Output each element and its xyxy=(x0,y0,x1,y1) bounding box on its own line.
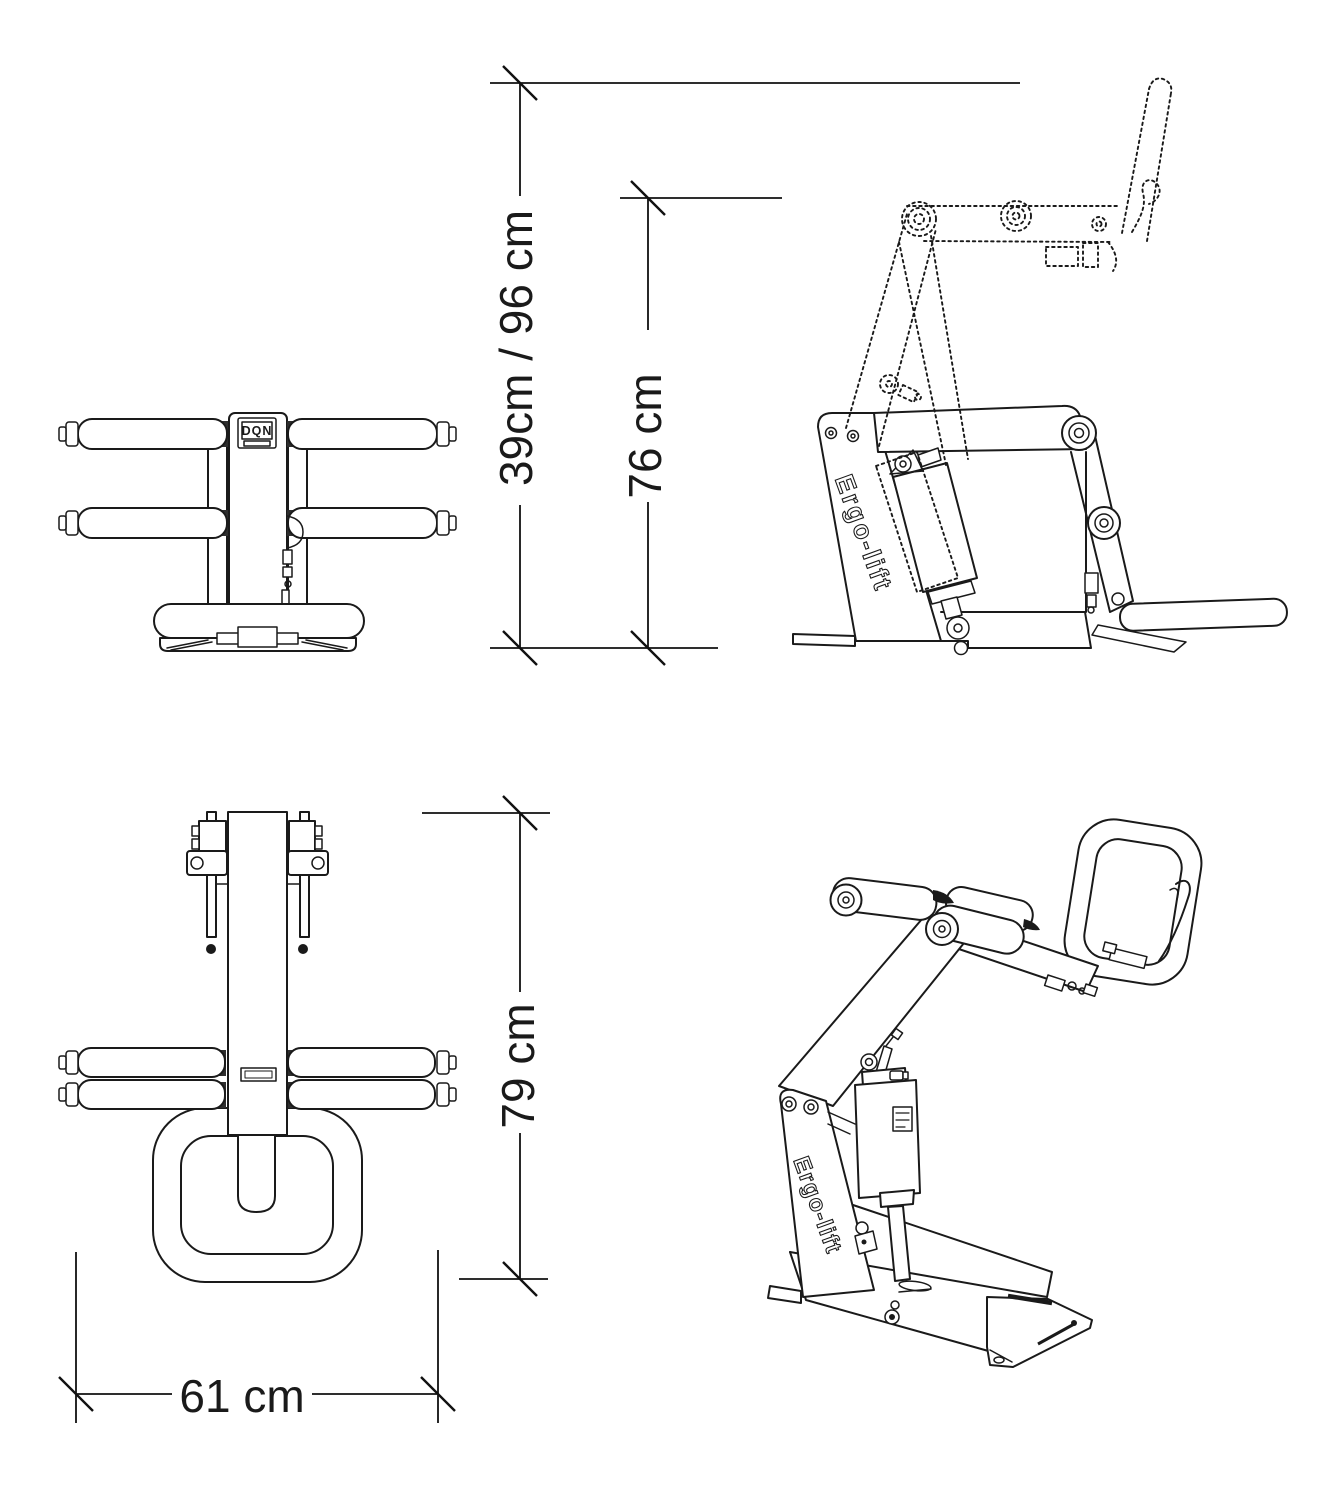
foot-pedal xyxy=(1118,597,1288,632)
dim-width xyxy=(58,1250,456,1423)
brand-logo-plate: DQN xyxy=(237,417,277,449)
roller-pad xyxy=(287,1047,436,1078)
top-view xyxy=(58,811,457,1283)
dim-height-mid xyxy=(620,180,782,648)
raised-position-dashed xyxy=(845,77,1173,593)
piston-rod xyxy=(887,1205,911,1282)
front-view: DQN xyxy=(58,412,457,652)
center-shaft xyxy=(237,1130,276,1213)
gas-cylinder xyxy=(889,447,978,656)
dim-height-mid-label: 76 cm xyxy=(619,373,671,498)
handle-hook xyxy=(1158,879,1191,962)
main-column-top xyxy=(227,811,288,1136)
dim-width-label: 61 cm xyxy=(179,1370,304,1422)
roller-pad xyxy=(77,1079,226,1110)
gas-cylinder-perspective xyxy=(854,1027,932,1293)
release-lever xyxy=(281,515,304,606)
top-arm xyxy=(873,404,1087,453)
brand-logo-text: DQN xyxy=(242,424,273,438)
roller-pad xyxy=(77,507,228,539)
dim-ground-line xyxy=(490,630,718,666)
dim-height-total-label: 39cm / 96 cm xyxy=(490,210,542,486)
dim-depth xyxy=(422,795,550,1297)
mount-bracket xyxy=(287,850,329,876)
roller-pad xyxy=(287,507,438,539)
foot-wedge xyxy=(986,1293,1093,1368)
perspective-view: Ergo-lift xyxy=(767,818,1203,1368)
roller-pad xyxy=(287,418,438,450)
roller-pad xyxy=(77,1047,226,1078)
side-view: Ergo-lift xyxy=(792,77,1288,656)
dim-height-total xyxy=(490,65,1020,648)
dimension-lines xyxy=(58,65,1020,1423)
dim-depth-label: 79 cm xyxy=(492,1003,544,1128)
roller-pad xyxy=(287,1079,436,1110)
mount-bracket xyxy=(186,850,228,876)
roller-pad xyxy=(77,418,228,450)
base-rail xyxy=(855,611,1092,649)
